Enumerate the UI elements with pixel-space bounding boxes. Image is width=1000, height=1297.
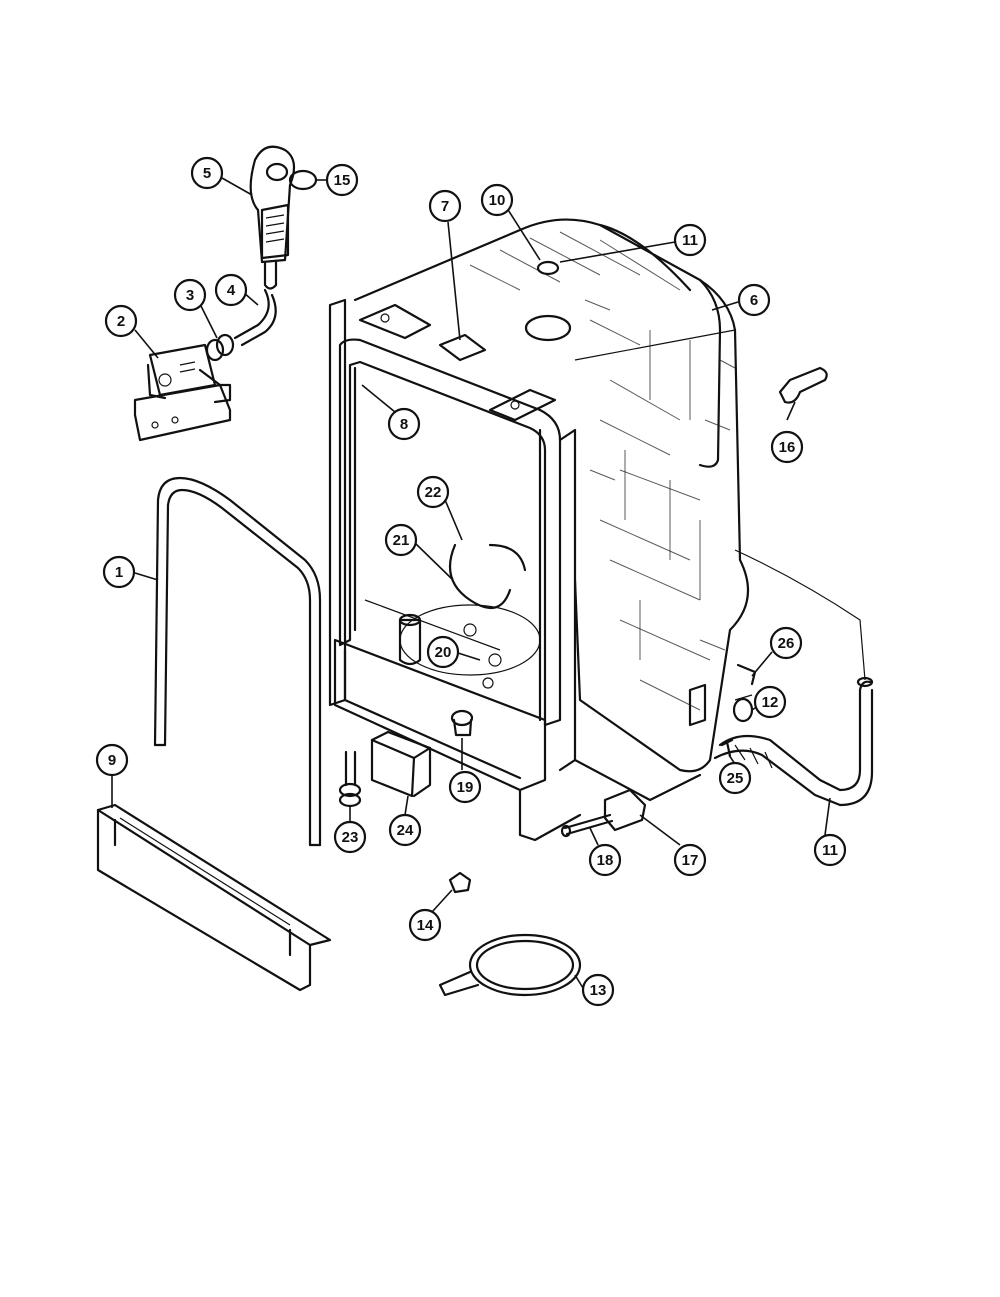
svg-text:25: 25	[727, 770, 744, 787]
callout-17: 17	[673, 843, 707, 877]
callout-26: 26	[769, 626, 803, 660]
callout-1: 1	[102, 555, 136, 589]
callout-5: 5	[190, 156, 224, 190]
leader-lines	[111, 177, 831, 989]
svg-text:1: 1	[115, 564, 123, 581]
callout-20: 20	[426, 635, 460, 669]
part-23-fastener	[338, 750, 362, 808]
svg-text:18: 18	[597, 852, 614, 869]
callout-8: 8	[387, 407, 421, 441]
tub-texture	[469, 231, 736, 711]
svg-text:3: 3	[186, 287, 194, 304]
part-15-o-ring	[288, 169, 318, 191]
part-18-leveling-leg	[560, 813, 614, 838]
callout-12: 12	[753, 685, 787, 719]
callout-7: 7	[428, 189, 462, 223]
svg-text:4: 4	[227, 282, 236, 299]
svg-text:7: 7	[441, 198, 449, 215]
part-24-cover-box	[370, 730, 432, 798]
part-2-inlet-valve	[133, 343, 232, 442]
callout-13: 13	[581, 973, 615, 1007]
svg-text:17: 17	[682, 852, 699, 869]
part-25-screw	[720, 738, 734, 758]
callout-24: 24	[388, 813, 422, 847]
svg-text:19: 19	[457, 779, 474, 796]
part-5-fill-funnel	[249, 145, 296, 290]
callout-10: 10	[480, 183, 514, 217]
part-19-grommet	[450, 709, 474, 737]
callout-11-top: 11	[673, 223, 707, 257]
callout-19: 19	[448, 770, 482, 804]
svg-text:6: 6	[750, 292, 758, 309]
svg-text:21: 21	[393, 532, 410, 549]
svg-text:8: 8	[400, 416, 408, 433]
svg-text:11: 11	[822, 842, 838, 859]
svg-text:26: 26	[778, 635, 795, 652]
drain-route-line	[734, 549, 866, 681]
part-3-clamp	[205, 333, 235, 362]
callout-9: 9	[95, 743, 129, 777]
part-12-hose-clamp	[732, 694, 754, 723]
callout-18: 18	[588, 843, 622, 877]
part-11-drain-hose	[713, 676, 874, 807]
tub-assembly	[328, 218, 750, 842]
svg-text:16: 16	[779, 439, 796, 456]
callout-21: 21	[384, 523, 418, 557]
svg-text:24: 24	[397, 822, 414, 839]
svg-text:23: 23	[342, 829, 359, 846]
part-9-kick-plate	[96, 803, 332, 992]
part-16-bracket	[778, 366, 828, 404]
part-14-clip	[448, 871, 472, 894]
callout-22: 22	[416, 475, 450, 509]
svg-text:20: 20	[435, 644, 452, 661]
svg-text:14: 14	[417, 917, 434, 934]
callout-15: 15	[325, 163, 359, 197]
svg-text:5: 5	[203, 165, 211, 182]
svg-text:13: 13	[590, 982, 607, 999]
part-17-leveling-bracket	[603, 788, 647, 832]
svg-text:9: 9	[108, 752, 116, 769]
part-4-fill-hose	[233, 288, 277, 347]
callout-25: 25	[718, 761, 752, 795]
callout-23: 23	[333, 820, 367, 854]
callout-14: 14	[408, 908, 442, 942]
svg-text:2: 2	[117, 313, 125, 330]
svg-text:10: 10	[489, 192, 506, 209]
callout-16: 16	[770, 430, 804, 464]
svg-text:12: 12	[762, 694, 779, 711]
callout-2: 2	[104, 304, 138, 338]
part-13-ring	[438, 933, 582, 997]
callout-6: 6	[737, 283, 771, 317]
callout-4: 4	[214, 273, 248, 307]
callout-11-bottom: 11	[813, 833, 847, 867]
part-1-door-gasket	[153, 476, 322, 847]
svg-text:22: 22	[425, 484, 442, 501]
svg-text:11: 11	[682, 232, 698, 249]
svg-text:15: 15	[334, 172, 351, 189]
callout-3: 3	[173, 278, 207, 312]
